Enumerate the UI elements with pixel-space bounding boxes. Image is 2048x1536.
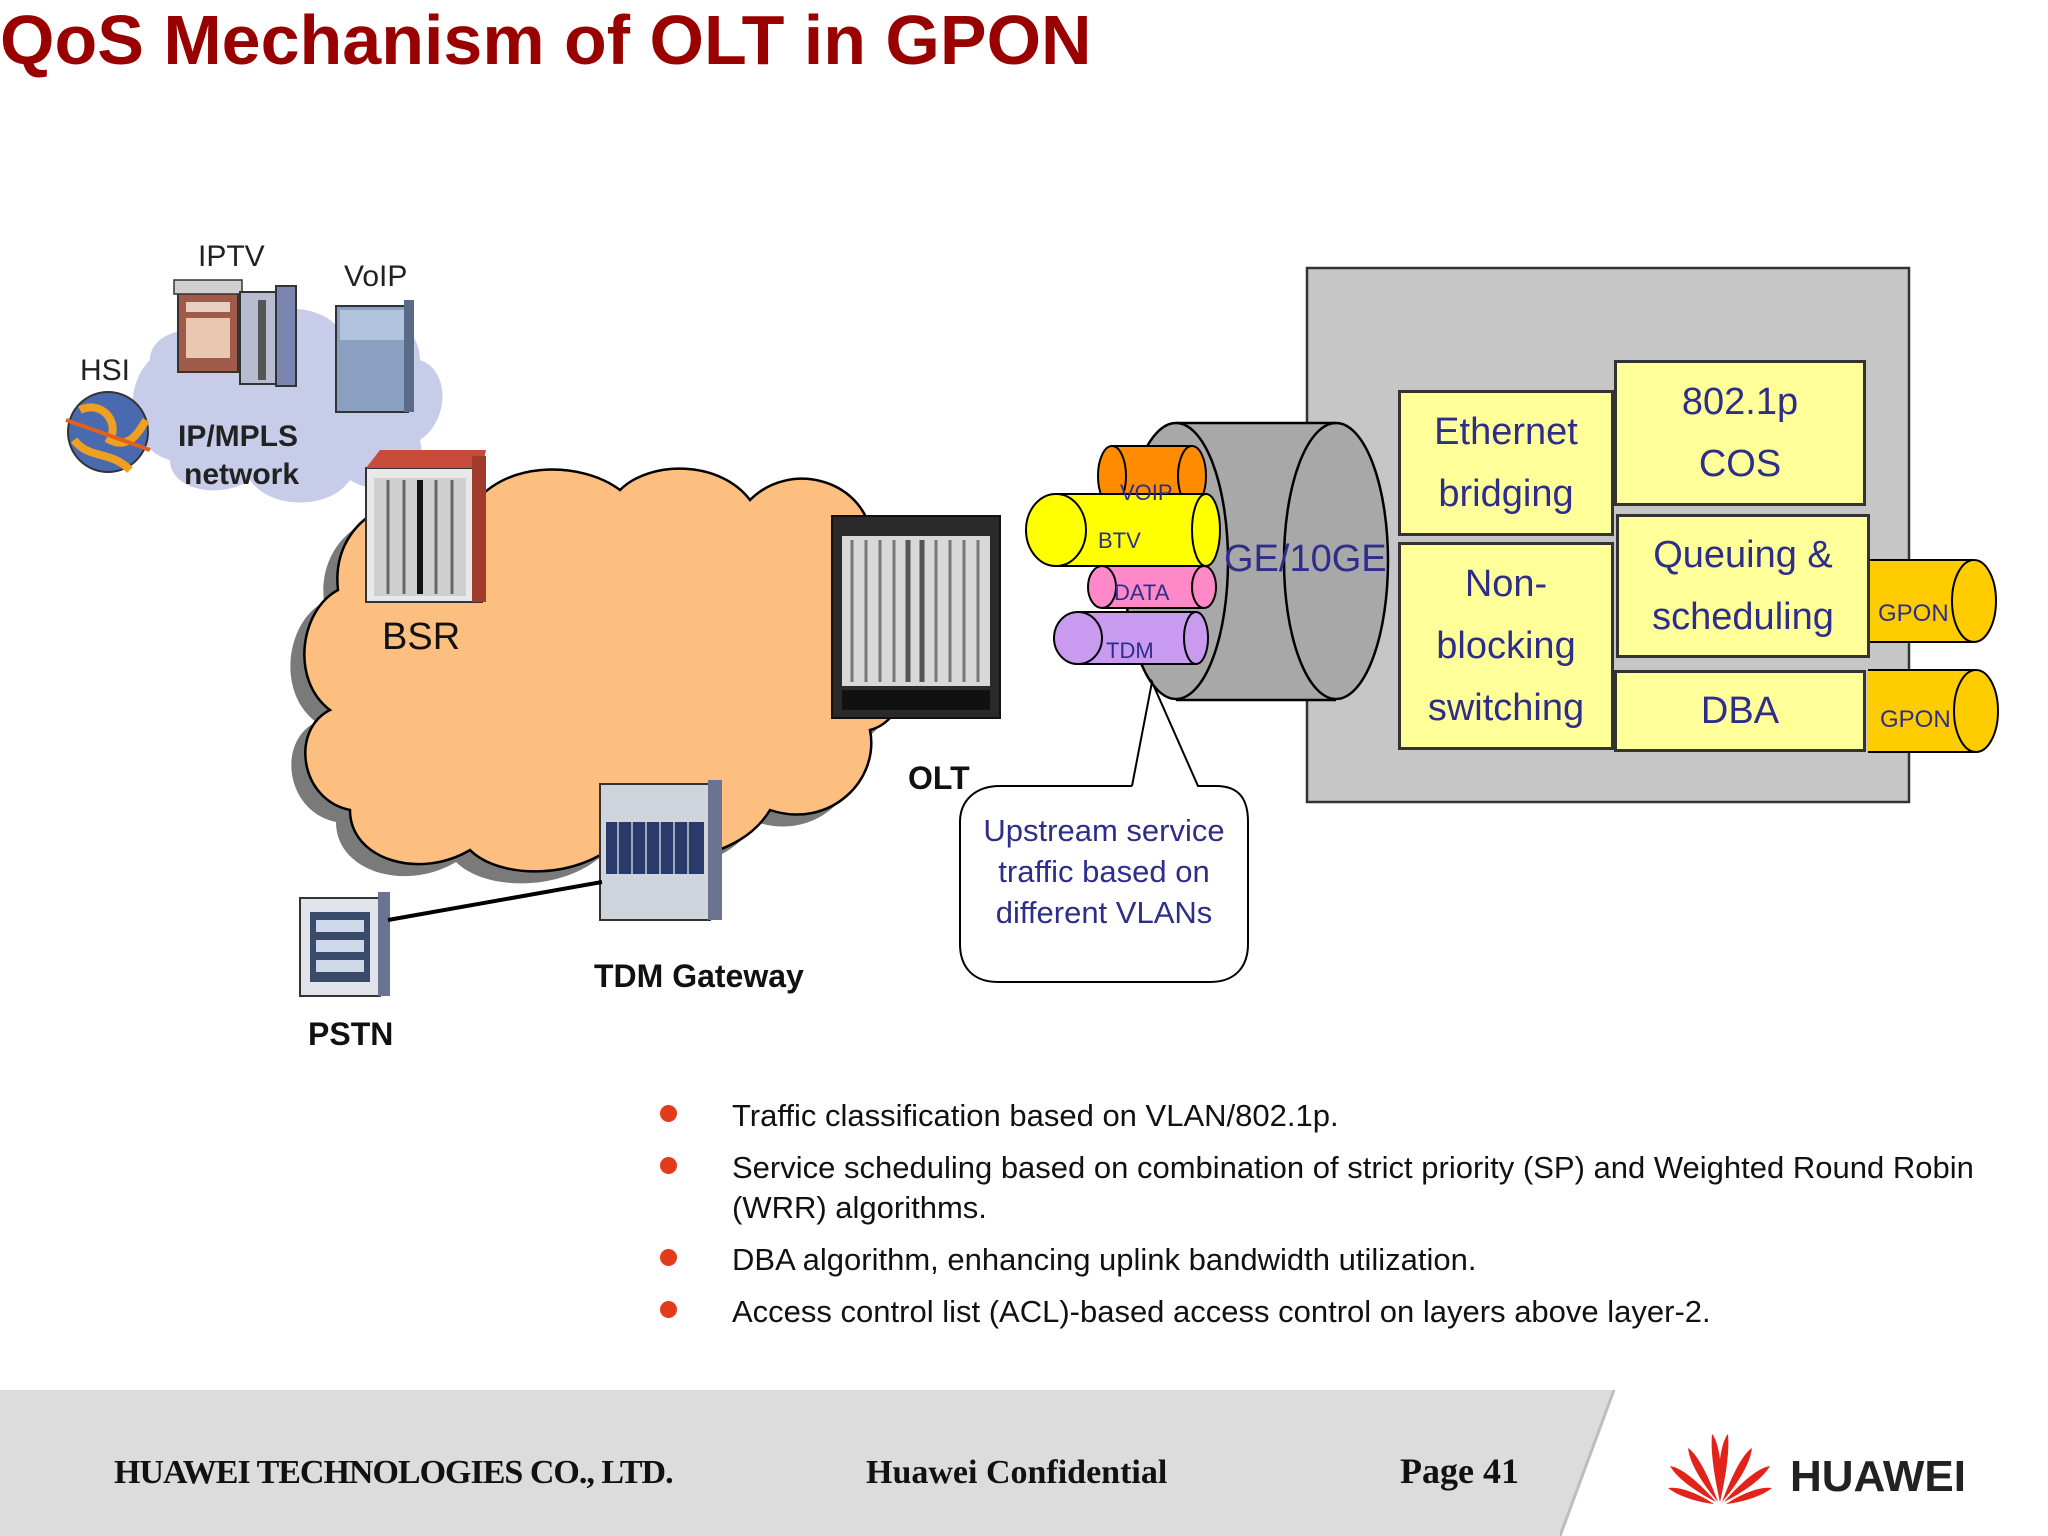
callout-text: Upstream service traffic based on differ… xyxy=(960,810,1248,933)
nonblocking-switching-box: Non- blocking switching xyxy=(1398,542,1614,750)
gpon-pipe-2 xyxy=(1868,669,1999,753)
footer-company: HUAWEI TECHNOLOGIES CO., LTD. xyxy=(114,1454,674,1491)
ethernet-text-2: bridging xyxy=(1438,473,1574,515)
pstn-switch-icon xyxy=(299,892,390,997)
nonblock-text-2: blocking xyxy=(1436,625,1576,667)
cos-text-1: 802.1p xyxy=(1681,381,1799,423)
ethernet-bridging-box: Ethernet bridging xyxy=(1398,390,1614,536)
gpon-label-1: GPON xyxy=(1878,600,1949,627)
bsr-router-icon xyxy=(365,450,486,603)
bsr-label: BSR xyxy=(382,616,461,658)
callout-line-3: different VLANs xyxy=(995,895,1213,930)
hsi-globe-icon xyxy=(65,391,151,473)
bullet-text: Traffic classification based on VLAN/802… xyxy=(732,1098,1339,1133)
huawei-brand-text: HUAWEI xyxy=(1790,1452,1966,1501)
tdm-pipe-label: TDM xyxy=(1106,638,1154,663)
nonblock-text-3: switching xyxy=(1427,687,1585,729)
olt-label: OLT xyxy=(908,760,970,796)
bullet-dot-icon xyxy=(660,1105,677,1122)
dba-text: DBA xyxy=(1700,690,1780,732)
voip-label: VoIP xyxy=(344,260,408,293)
slide-title: QoS Mechanism of OLT in GPON xyxy=(0,1,1092,79)
queue-text-1: Queuing & xyxy=(1653,534,1833,576)
footer-page-number: Page 41 xyxy=(1400,1451,1519,1491)
callout-bubble xyxy=(960,682,1248,982)
ipmpls-label: IP/MPLS xyxy=(178,420,299,453)
gpon-label-2: GPON xyxy=(1880,706,1951,733)
bullet-item: DBA algorithm, enhancing uplink bandwidt… xyxy=(660,1240,1980,1280)
voip-server-icon xyxy=(335,300,414,413)
queuing-scheduling-box: Queuing & scheduling xyxy=(1616,514,1870,658)
cos-box: 802.1p COS xyxy=(1614,360,1866,506)
ethernet-text-1: Ethernet xyxy=(1434,411,1578,453)
hsi-label: HSI xyxy=(80,354,131,387)
nonblock-text-1: Non- xyxy=(1464,563,1548,605)
footer-confidential: Huawei Confidential xyxy=(866,1454,1168,1491)
olt-chassis-icon xyxy=(831,515,1001,719)
callout-line-2: traffic based on xyxy=(998,854,1210,889)
footer-brand-panel xyxy=(1560,1390,2048,1536)
callout-line-1: Upstream service xyxy=(983,813,1225,848)
bullet-item: Access control list (ACL)-based access c… xyxy=(660,1292,1980,1332)
data-pipe-label: DATA xyxy=(1114,580,1170,605)
btv-pipe-label: BTV xyxy=(1098,528,1141,553)
uplink-label: GE/10GE xyxy=(1224,538,1387,580)
bullet-text: DBA algorithm, enhancing uplink bandwidt… xyxy=(732,1242,1477,1277)
pstn-link xyxy=(387,880,603,922)
iptv-server-icon xyxy=(173,279,297,387)
bullet-dot-icon xyxy=(660,1157,677,1174)
network-label: network xyxy=(184,458,300,491)
bullet-text: Access control list (ACL)-based access c… xyxy=(732,1294,1711,1329)
bullet-dot-icon xyxy=(660,1301,677,1318)
data-pipe xyxy=(1087,565,1217,609)
bullet-item: Service scheduling based on combination … xyxy=(660,1148,1980,1228)
iptv-label: IPTV xyxy=(198,240,265,273)
tdm-pipe xyxy=(1053,611,1209,665)
bullet-dot-icon xyxy=(660,1249,677,1266)
bullet-list: Traffic classification based on VLAN/802… xyxy=(660,1096,1980,1344)
pstn-label: PSTN xyxy=(308,1016,394,1052)
bullet-text: Service scheduling based on combination … xyxy=(732,1150,1974,1225)
voip-pipe-label: VOIP xyxy=(1120,480,1173,505)
gpon-pipe-1 xyxy=(1868,559,1997,643)
bullet-item: Traffic classification based on VLAN/802… xyxy=(660,1096,1980,1136)
cos-text-2: COS xyxy=(1698,443,1782,485)
huawei-logo-icon xyxy=(1668,1434,1772,1504)
dba-box: DBA xyxy=(1614,670,1866,752)
queue-text-2: scheduling xyxy=(1652,596,1834,638)
tdm-gateway-label: TDM Gateway xyxy=(594,958,804,994)
btv-pipe xyxy=(1025,493,1221,567)
tdm-gateway-icon xyxy=(599,780,722,921)
